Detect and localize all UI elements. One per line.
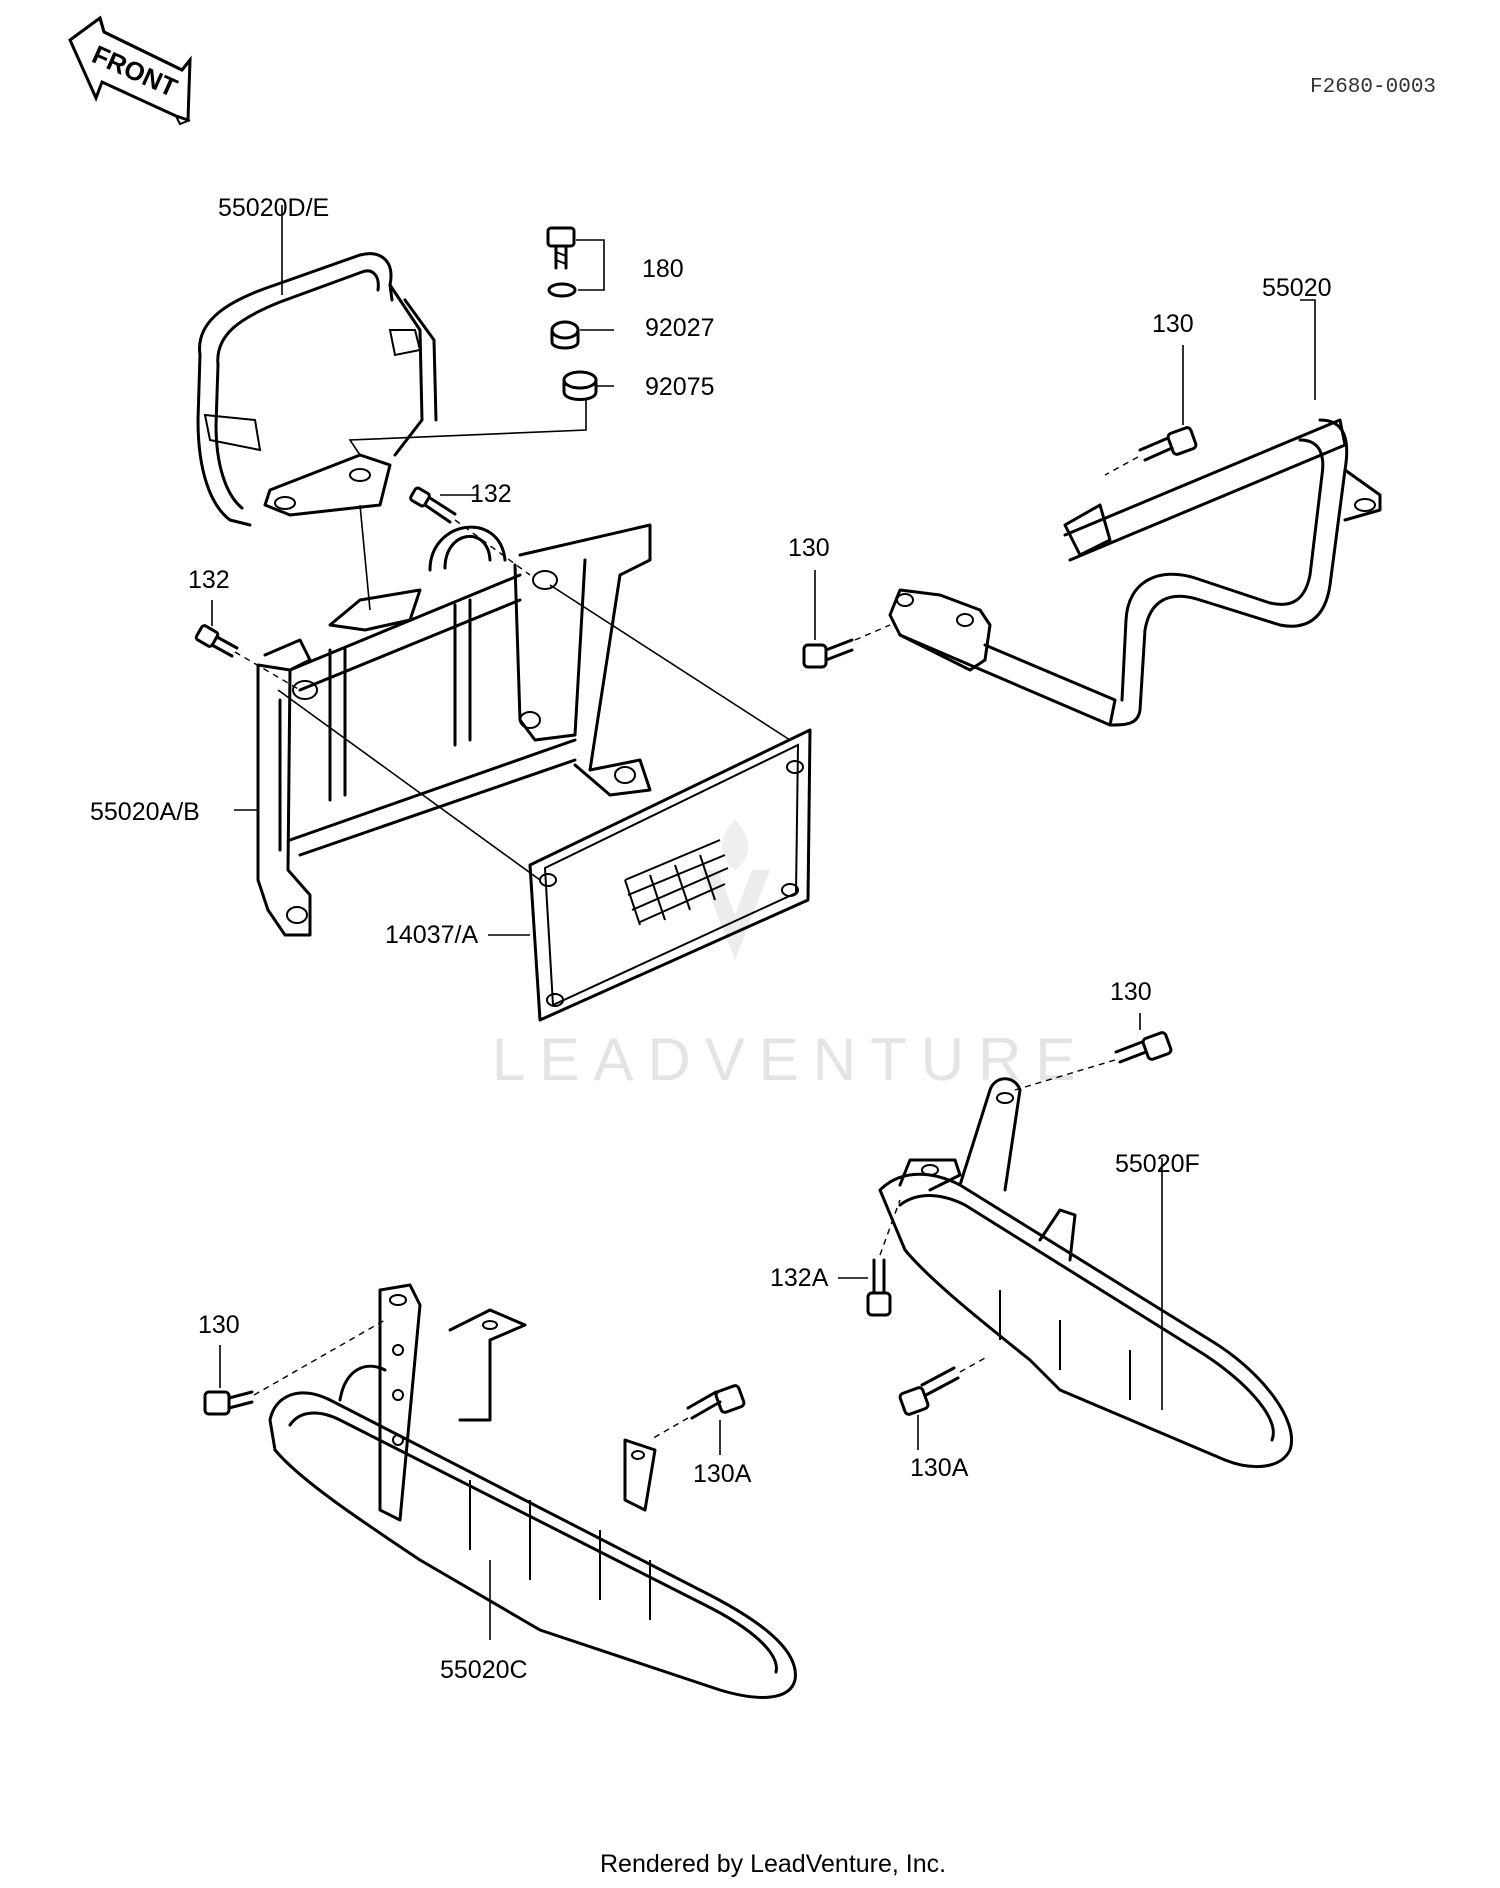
part-14037a-drawing	[528, 728, 812, 1022]
callout-130-left: 130	[198, 1311, 240, 1339]
part-55020de-drawing	[196, 252, 438, 527]
callout-130-right: 130	[1110, 978, 1152, 1006]
part-55020-drawing	[888, 418, 1382, 727]
watermark-logo	[700, 820, 770, 960]
part-130a-right-bolt-icon	[898, 1366, 960, 1416]
callout-132-left: 132	[188, 566, 230, 594]
callout-132-top: 132	[470, 480, 512, 508]
drawing-code: F2680-0003	[1310, 76, 1436, 99]
connector-frame-to-screen-2	[549, 584, 791, 741]
footer-credit: Rendered by LeadVenture, Inc.	[600, 1850, 946, 1878]
leader-55020	[1300, 299, 1316, 400]
callout-55020f: 55020F	[1115, 1150, 1200, 1178]
part-55020ab-drawing	[256, 523, 652, 937]
part-180-washer-icon	[547, 282, 577, 298]
callout-130a-left: 130A	[693, 1460, 752, 1488]
part-55020f-drawing	[878, 1077, 1293, 1469]
part-132a-bolt-icon	[866, 1258, 892, 1317]
connector-92075-to-bracket	[348, 400, 587, 456]
watermark-text: LEADVENTURE	[492, 1026, 1089, 1093]
callout-55020ab: 55020A/B	[90, 798, 200, 826]
part-180-bolt-icon	[546, 226, 576, 270]
part-132-left-bolt-icon	[194, 624, 239, 658]
callout-55020de: 55020D/E	[218, 194, 329, 222]
part-92075-grommet-icon	[562, 370, 598, 401]
callout-130-mid: 130	[788, 534, 830, 562]
part-130-right-bolt-icon	[1114, 1031, 1173, 1064]
callout-132a: 132A	[770, 1264, 829, 1292]
part-55020c-drawing	[268, 1283, 797, 1699]
callout-130-top-right: 130	[1152, 310, 1194, 338]
part-130-mid-bolt-icon	[802, 638, 854, 669]
part-92027-collar-icon	[550, 320, 580, 350]
part-132-top-bolt-icon	[409, 486, 457, 524]
callout-55020c: 55020C	[440, 1656, 528, 1684]
callout-130a-right: 130A	[910, 1454, 969, 1482]
callout-180: 180	[642, 255, 684, 283]
connector-bracket-down	[359, 504, 371, 611]
front-arrow-icon	[68, 15, 192, 126]
callout-92027: 92027	[645, 314, 715, 342]
leader-180	[576, 239, 605, 291]
part-130a-left-bolt-icon	[686, 1384, 746, 1420]
part-130-top-right-bolt-icon	[1138, 426, 1198, 462]
part-130-left-bolt-icon	[203, 1390, 254, 1416]
callout-55020: 55020	[1262, 274, 1332, 302]
callout-14037a: 14037/A	[385, 921, 478, 949]
callout-92075: 92075	[645, 373, 715, 401]
connector-frame-to-screen	[277, 689, 541, 881]
